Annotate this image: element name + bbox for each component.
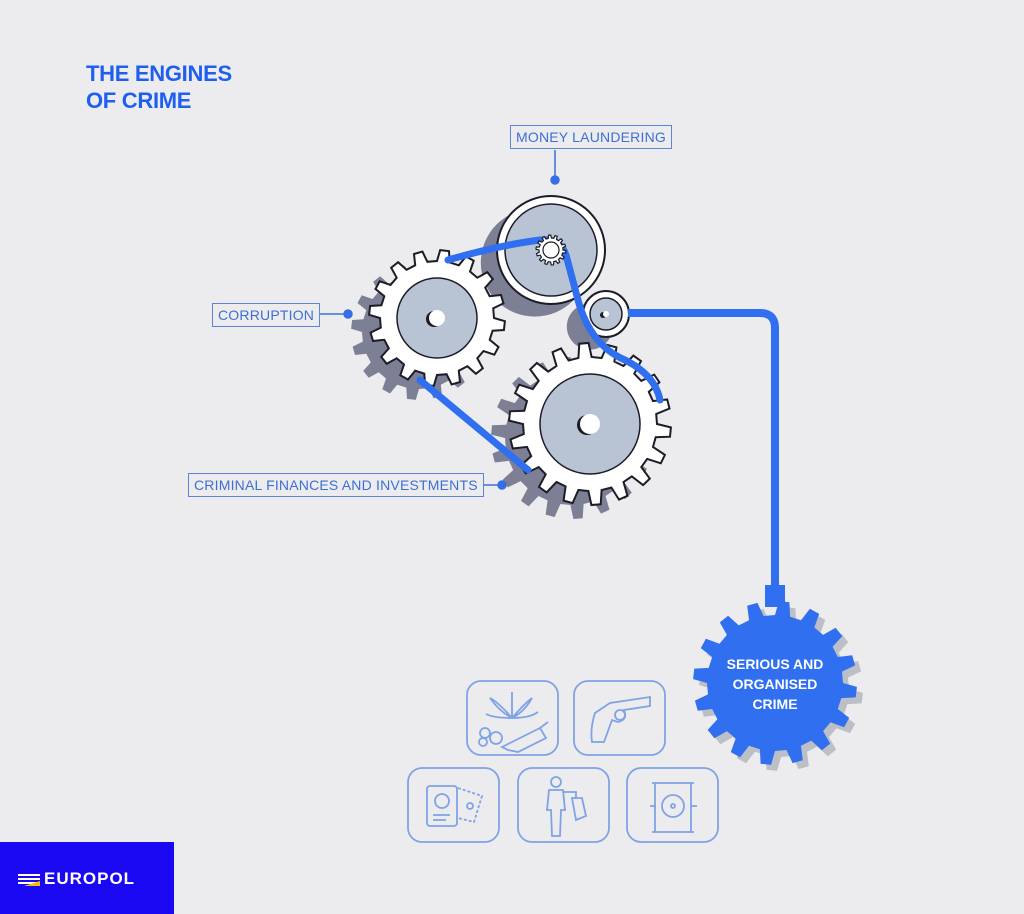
hazardous-waste-icon — [626, 767, 719, 843]
outcome-line-3: CRIME — [752, 696, 798, 712]
belt-upper — [444, 236, 664, 404]
label-money-laundering: MONEY LAUNDERING — [510, 125, 672, 149]
money-laundering-center-gear-icon — [535, 234, 567, 266]
connector-to-crime — [628, 309, 779, 600]
page-title: THE ENGINES OF CRIME — [86, 60, 232, 114]
finances-dot — [497, 480, 507, 490]
title-line-2: OF CRIME — [86, 88, 192, 113]
outcome-line-2: ORGANISED — [732, 676, 818, 692]
firearm-icon — [573, 680, 666, 756]
document-fraud-icon — [407, 767, 500, 843]
title-line-1: THE ENGINES — [86, 61, 232, 86]
outcome-line-1: SERIOUS AND — [726, 656, 824, 672]
corruption-gear-axle-icon — [426, 310, 445, 327]
belt-lower — [416, 376, 532, 474]
europol-emblem-icon — [18, 874, 40, 886]
small-pulley-axle-icon — [600, 311, 609, 318]
label-criminal-finances: CRIMINAL FINANCES AND INVESTMENTS — [188, 473, 484, 497]
serious-organised-crime-label: SERIOUS AND ORGANISED CRIME — [705, 654, 845, 714]
human-trafficking-icon — [517, 767, 610, 843]
criminal-finances-gear-axle-icon — [577, 414, 600, 435]
europol-logo: EUROPOL — [0, 842, 174, 914]
corruption-dot — [343, 309, 353, 319]
label-corruption: CORRUPTION — [212, 303, 321, 327]
serious-organised-crime-gear — [693, 585, 863, 771]
money-laundering-dot — [550, 175, 560, 185]
drugs-icon — [466, 680, 559, 756]
europol-wordmark: EUROPOL — [44, 869, 136, 888]
